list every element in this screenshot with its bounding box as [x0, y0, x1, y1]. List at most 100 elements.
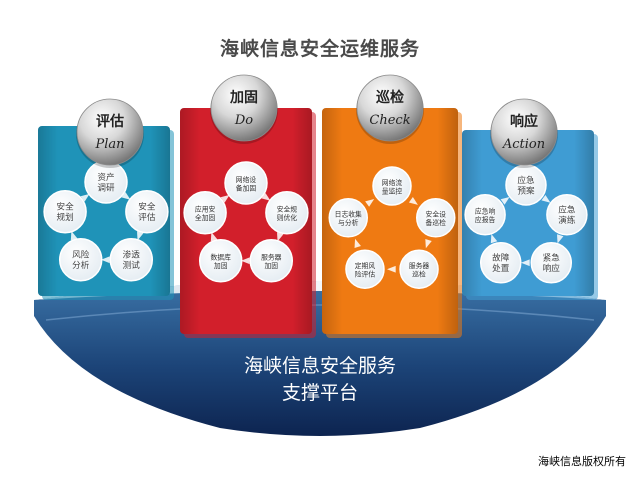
cycle-node-label: 险评估	[355, 269, 376, 278]
cycle-arrow	[121, 191, 131, 200]
cycle-arrow	[408, 196, 418, 205]
phase-header-plan: 评估 Plan	[76, 98, 144, 168]
cycle-node-label: 服务器	[409, 261, 430, 270]
cycle-node-label: 应急	[517, 174, 535, 186]
cycle-node-label: 演练	[558, 214, 576, 226]
cycle-arrow	[490, 233, 498, 244]
copyright-footer: 海峡信息版权所有	[538, 455, 626, 468]
cycle-node-label: 故障	[492, 252, 510, 264]
phase-english-name: Check	[369, 113, 410, 128]
cycle-node-label: 应急	[558, 203, 576, 215]
cycle-node-label: 定期风	[355, 261, 376, 270]
cycle-arrow	[541, 194, 551, 203]
cycle-node-label: 加固	[264, 261, 278, 270]
cycle-arrow	[70, 230, 78, 241]
cycle-node-label: 安全规	[277, 204, 298, 213]
platform-base	[34, 281, 606, 436]
phase-header-action: 响应 Action	[490, 98, 558, 168]
cycle-node-label: 渗透	[123, 249, 141, 261]
cycle-node-label: 规划	[57, 211, 74, 223]
cycle-arrow	[354, 238, 361, 249]
cycle-node-label: 调研	[97, 182, 115, 193]
cycle-arrow	[277, 232, 284, 242]
cycle-node-label: 应急响	[475, 206, 496, 215]
phase-english-name: Do	[234, 113, 253, 128]
cycle-node-label: 数据库	[211, 253, 232, 262]
cycle-node-label: 巡检	[412, 269, 426, 278]
cycle-node-label: 日志收集	[335, 210, 362, 219]
cycle-node-label: 风险	[72, 249, 90, 261]
cycle-node-label: 分析	[72, 259, 90, 271]
cycle-arrow	[425, 238, 432, 249]
cycle-node-label: 应报告	[475, 215, 496, 224]
phase-name: 响应	[510, 113, 538, 130]
cycle-node-label: 加固	[214, 261, 228, 270]
cycle-arrow	[210, 231, 218, 242]
cycle-node-label: 全加固	[195, 213, 216, 222]
cycle-node-label: 安全设	[426, 210, 447, 219]
cycle-node-label: 网络流	[382, 178, 403, 187]
cycle-arrow	[101, 256, 110, 264]
cycle-arrow	[521, 259, 530, 267]
cycle-node-label: 安全	[138, 200, 156, 212]
cycle-arrow	[557, 234, 564, 244]
cycle-node-label: 评估	[138, 211, 156, 223]
phase-english-name: Plan	[94, 137, 124, 152]
cycle-node-label: 测试	[123, 259, 141, 271]
cycle-node-label: 则优化	[277, 213, 298, 222]
cycle-node-label: 响应	[543, 262, 561, 274]
phase-name: 评估	[96, 113, 124, 130]
cycle-arrow	[261, 192, 271, 201]
cycle-arrow	[500, 196, 510, 205]
cycle-node-label: 预案	[517, 184, 535, 196]
cycle-arrow	[365, 198, 375, 207]
cycle-arrow	[220, 194, 230, 203]
cycle-arrow	[241, 257, 250, 265]
cycle-node-label: 备巡检	[426, 218, 447, 227]
cycle-node-label: 处置	[492, 262, 510, 274]
phase-header-check: 巡检 Check	[356, 74, 424, 144]
phase-name: 巡检	[376, 89, 404, 106]
cycle-node-label: 网络设	[236, 175, 257, 184]
platform-label-line1: 海峡信息安全服务	[244, 355, 396, 377]
cycle-node-label: 服务器	[261, 253, 282, 262]
cycle-node-label: 与分析	[338, 218, 359, 227]
platform-label-line2: 支撑平台	[282, 382, 358, 404]
phase-name: 加固	[229, 90, 258, 106]
phase-header-do: 加固 Do	[210, 74, 278, 144]
cycle-arrow	[137, 231, 144, 241]
cycle-node-label: 备加固	[236, 183, 257, 192]
cycle-node-label: 安全	[57, 200, 75, 212]
cycle-node-label: 应用安	[195, 204, 216, 213]
page-title: 海峡信息安全运维服务	[219, 38, 420, 60]
cycle-arrow	[387, 265, 396, 273]
cycle-arrow	[80, 193, 90, 202]
cycle-node-label: 紧急	[543, 252, 561, 264]
phase-english-name: Action	[502, 137, 545, 152]
cycle-node-label: 量监控	[382, 186, 403, 195]
